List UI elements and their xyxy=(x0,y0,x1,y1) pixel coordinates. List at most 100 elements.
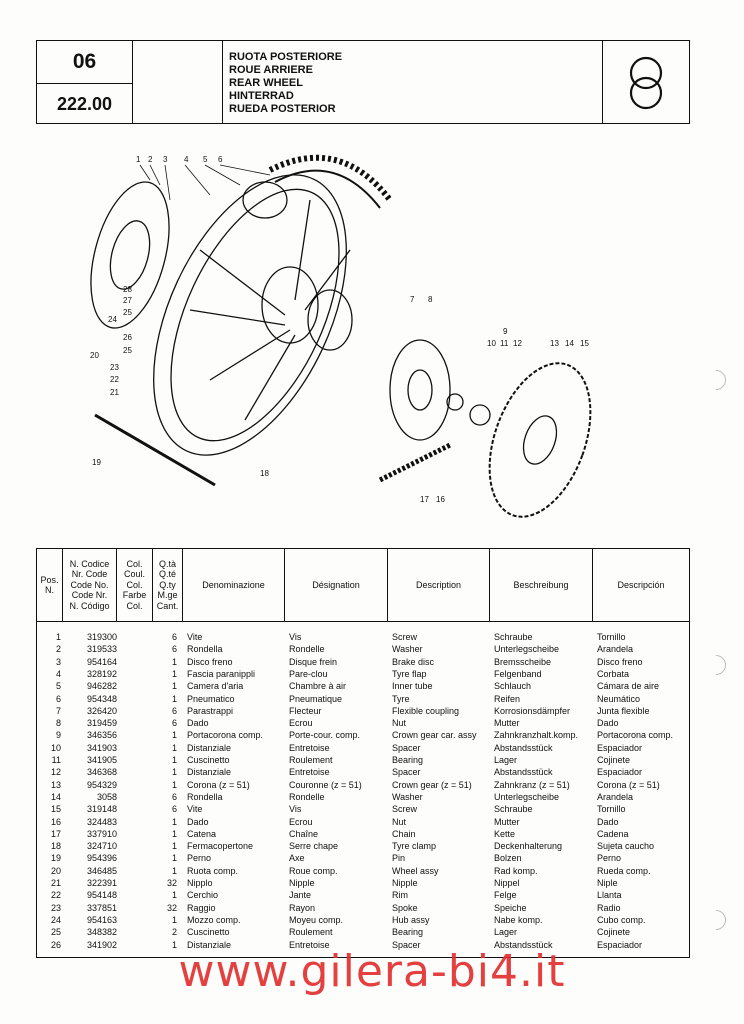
cell-fr: Roulement xyxy=(289,755,333,765)
cell-pos: 14 xyxy=(50,791,61,802)
cell-fr: Entretoise xyxy=(289,939,330,950)
cell-de: Nippel xyxy=(494,878,520,888)
cell-code: 954163 xyxy=(86,914,117,925)
cell-fr: Moyeu comp. xyxy=(289,914,344,925)
cell-de: Abstandsstück xyxy=(494,767,553,778)
parts-table: Pos. N. N. Codice Nr. Code Code No. Code… xyxy=(36,548,690,958)
svg-text:22: 22 xyxy=(110,375,119,384)
cell-de: Schlauch xyxy=(494,681,532,692)
svg-text:24: 24 xyxy=(108,315,117,324)
cell-es: Cadena xyxy=(597,828,629,839)
cell-qty: 1 xyxy=(171,841,177,852)
cell-es: Arandela xyxy=(597,791,634,802)
cell-it: Cuscinetto xyxy=(187,927,230,938)
cell-es: Corona (z = 51) xyxy=(597,779,660,790)
cell-en: Nut xyxy=(392,816,407,827)
svg-text:1: 1 xyxy=(136,155,141,164)
cell-es: Cámara de aire xyxy=(597,681,660,692)
cell-en: Spoke xyxy=(392,902,418,913)
cell-fr: Ecrou xyxy=(289,718,313,729)
svg-text:23: 23 xyxy=(110,363,119,372)
axle xyxy=(94,413,216,487)
cell-en: Screw xyxy=(392,632,418,642)
svg-text:6: 6 xyxy=(218,155,223,164)
cell-it: Camera d'aria xyxy=(187,681,244,692)
svg-text:5: 5 xyxy=(203,155,208,164)
page-title: RUOTA POSTERIORE ROUE ARRIERE REAR WHEEL… xyxy=(229,51,342,116)
cell-pos: 10 xyxy=(50,742,61,753)
cell-en: Tyre clamp xyxy=(392,841,437,852)
header-qty: Q.tà Q.té Q.ty M.ge Cant. xyxy=(153,549,183,621)
cell-en: Spacer xyxy=(392,767,421,778)
cell-pos: 8 xyxy=(55,718,61,729)
svg-text:9: 9 xyxy=(503,327,508,336)
cell-de: Zahnkranz (z = 51) xyxy=(494,779,570,790)
cell-qty: 6 xyxy=(171,705,177,716)
svg-text:4: 4 xyxy=(184,155,189,164)
cell-es: Espaciador xyxy=(597,939,643,950)
cell-es: Rueda comp. xyxy=(597,865,651,876)
cell-it: Rondella xyxy=(187,791,223,802)
cell-de: Lager xyxy=(494,927,518,938)
cell-code: 954164 xyxy=(86,656,117,667)
svg-text:8: 8 xyxy=(428,295,433,304)
cell-it: Dado xyxy=(187,718,209,729)
cell-fr: Vis xyxy=(289,804,302,815)
cell-code: 954329 xyxy=(86,779,117,790)
cell-en: Bearing xyxy=(392,755,424,765)
cell-it: Dado xyxy=(187,816,209,827)
cell-de: Felge xyxy=(494,890,517,901)
cell-pos: 4 xyxy=(55,668,61,679)
cell-code: 946282 xyxy=(86,681,117,692)
cell-qty: 1 xyxy=(171,755,177,765)
cell-de: Korrosionsdämpfer xyxy=(494,705,571,716)
cell-de: Schraube xyxy=(494,804,533,815)
cell-en: Screw xyxy=(392,804,418,815)
cell-en: Chain xyxy=(392,828,416,839)
cell-fr: Roue comp. xyxy=(289,865,338,876)
cell-qty: 1 xyxy=(171,767,177,778)
cell-qty: 1 xyxy=(171,853,177,864)
svg-text:28: 28 xyxy=(123,285,132,294)
cell-fr: Flecteur xyxy=(289,705,322,716)
cell-es: Cojinete xyxy=(597,755,631,765)
blank-cell xyxy=(132,41,223,123)
cell-es: Tornillo xyxy=(597,632,626,642)
binder-hole xyxy=(701,650,731,680)
header-spanish: Descripción xyxy=(617,579,665,590)
cell-pos: 17 xyxy=(50,828,61,839)
cell-it: Fermacopertone xyxy=(187,841,254,852)
cell-code: 954396 xyxy=(86,853,117,864)
cell-pos: 7 xyxy=(55,705,61,716)
cell-code: 326420 xyxy=(86,705,117,716)
cell-qty: 6 xyxy=(171,632,177,642)
cell-pos: 15 xyxy=(50,804,61,815)
cell-pos: 26 xyxy=(50,939,61,950)
cell-it: Fascia paranippli xyxy=(187,668,256,679)
chain xyxy=(378,442,452,483)
cell-code: 341902 xyxy=(86,939,117,950)
cell-de: Nabe komp. xyxy=(494,914,543,925)
rim-outline xyxy=(153,174,347,456)
cell-fr: Axe xyxy=(289,853,305,864)
cell-pos: 9 xyxy=(55,730,61,741)
cell-es: Espaciador xyxy=(597,767,643,778)
cell-de: Kette xyxy=(494,828,516,839)
cell-en: Pin xyxy=(392,853,406,864)
cell-it: Distanziale xyxy=(187,767,232,778)
logo-cell xyxy=(602,41,690,123)
cell-fr: Pare-clou xyxy=(289,668,328,679)
